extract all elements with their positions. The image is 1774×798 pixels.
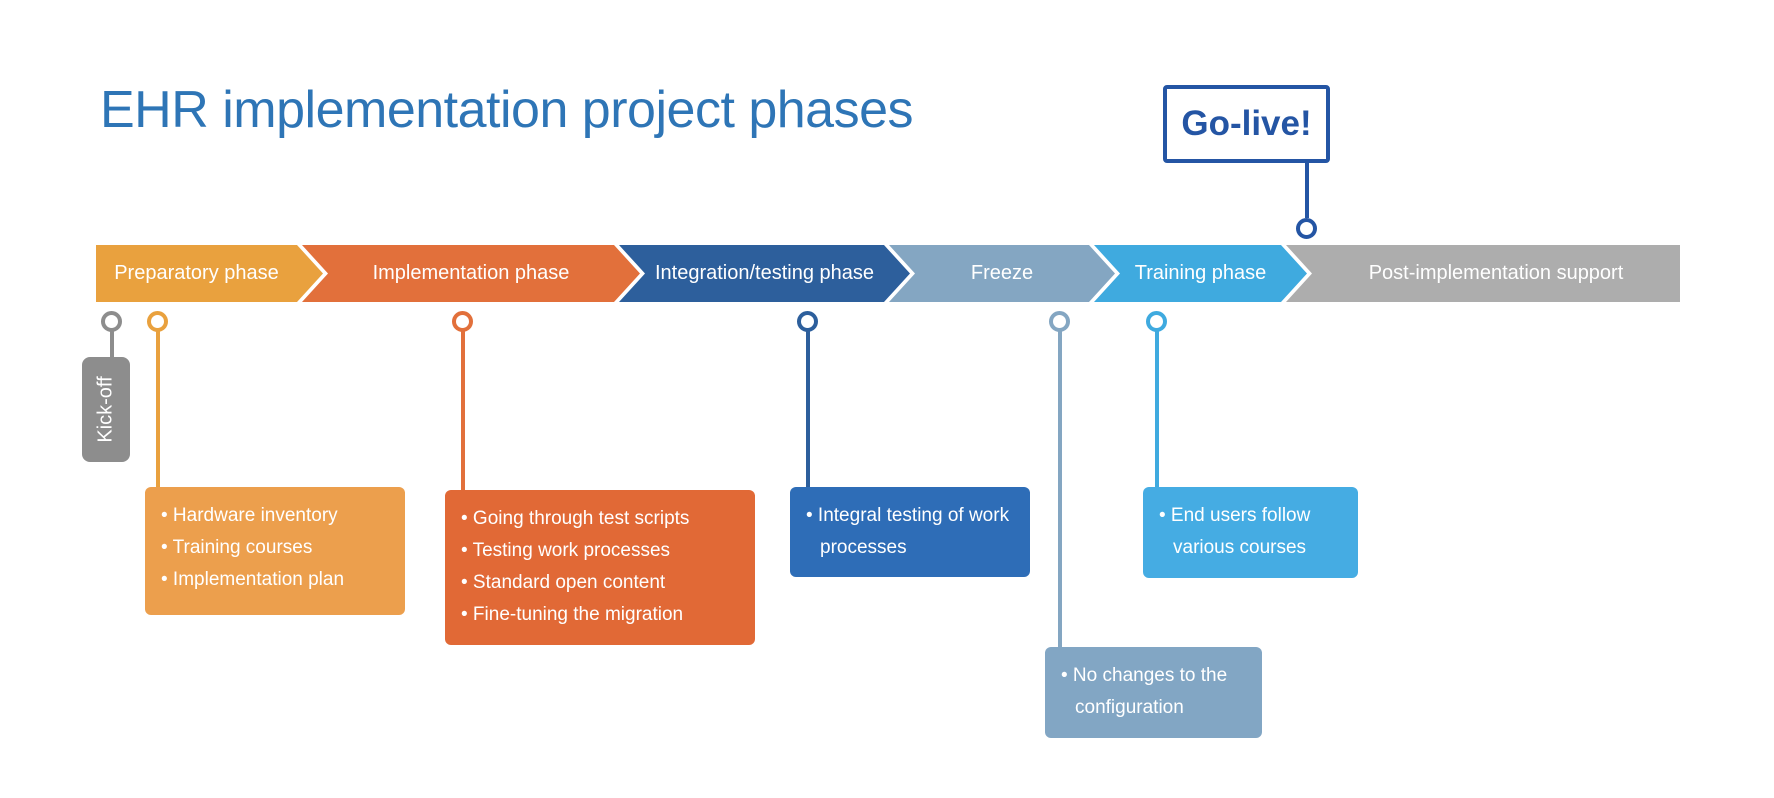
go-live-connector-dot [1296,218,1317,239]
bullet-item: • No changes to the configuration [1061,665,1228,718]
timeline-segment-label: Training phase [1134,262,1267,284]
bullet-item: • Hardware inventory [161,505,338,526]
connector-line-implementation [461,331,465,490]
connector-dot-kick-off [101,311,122,332]
connector-line-training [1155,331,1159,487]
bullet-item: • Going through test scripts [461,508,690,529]
timeline-segment-training: Training phase [1094,245,1307,302]
callout-implementation: • Going through test scripts • Testing wo… [445,490,755,645]
connector-line-integration [806,331,810,487]
timeline-segment-label: Freeze [970,262,1034,284]
connector-line-kick-off [110,331,114,357]
go-live-label: Go-live! [1181,104,1312,143]
timeline-segment-label: Implementation phase [372,262,570,284]
go-live-box: Go-live! [1163,85,1330,163]
timeline-segment-label: Integration/testing phase [654,262,875,284]
timeline-segment-integration: Integration/testing phase [619,245,910,302]
bullet-item: • Standard open content [461,572,666,593]
callout-preparatory: • Hardware inventory • Training courses • … [145,487,405,615]
go-live-connector-line [1305,159,1309,218]
bullet-item: • End users follow various courses [1159,505,1311,558]
callout-freeze: • No changes to the configuration [1045,647,1262,738]
kick-off-box: Kick-off [82,357,130,462]
connector-dot-training [1146,311,1167,332]
timeline-segment-label: Post-implementation support [1368,262,1624,284]
timeline-segment-preparatory: Preparatory phase [96,245,323,302]
bullet-item: • Fine-tuning the migration [461,604,684,625]
connector-line-preparatory [156,331,160,487]
bullet-item: • Implementation plan [161,569,345,590]
bullet-item: • Integral testing of work processes [806,505,1010,558]
callout-training: • End users follow various courses [1143,487,1358,578]
page-title: EHR implementation project phases [100,81,914,139]
timeline-segment-implementation: Implementation phase [302,245,640,302]
callout-integration: • Integral testing of work processes [790,487,1030,577]
timeline-segment-freeze: Freeze [889,245,1115,302]
connector-dot-implementation [452,311,473,332]
connector-dot-integration [797,311,818,332]
bullet-item: • Training courses [161,537,313,558]
bullet-item: • Testing work processes [461,540,671,561]
connector-line-freeze [1058,331,1062,647]
connector-dot-preparatory [147,311,168,332]
timeline-segment-label: Preparatory phase [114,262,279,284]
connector-dot-freeze [1049,311,1070,332]
kick-off-label: Kick-off [94,376,117,443]
timeline-segment-post: Post-implementation support [1286,245,1680,302]
